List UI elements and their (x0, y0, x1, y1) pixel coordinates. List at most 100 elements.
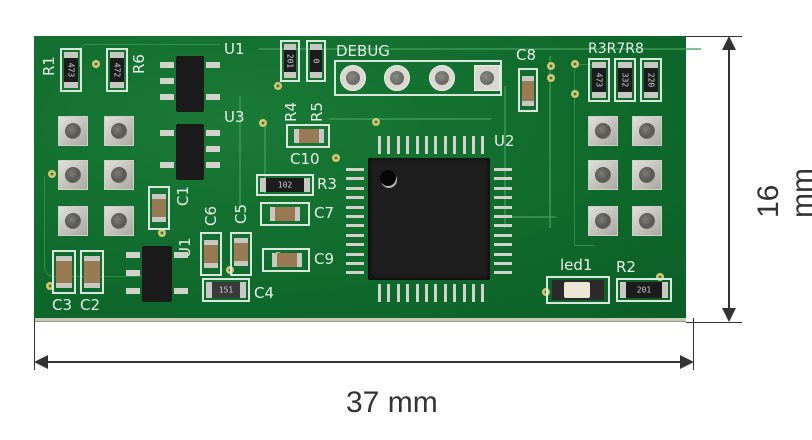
label-c10: C10 (290, 150, 320, 168)
qfp-pin (494, 168, 512, 171)
chip-pin (160, 62, 174, 68)
width-extension-right (693, 318, 694, 370)
via (571, 90, 579, 98)
qfp-pin (494, 186, 512, 190)
width-dimension-line (36, 361, 692, 363)
debug-header-outline (334, 60, 502, 96)
resistor-r1: 473 (64, 52, 78, 88)
qfp-pin (346, 215, 364, 218)
trace (259, 48, 701, 50)
qfp-pin (378, 136, 381, 154)
chip-u3 (176, 124, 204, 180)
label-r3-r7-r8: R3R7R8 (588, 41, 644, 57)
debug-pin-3 (429, 65, 455, 91)
c5-outline (230, 232, 252, 276)
chip-pin (126, 252, 140, 258)
chip-pin (174, 252, 188, 258)
trace (79, 44, 220, 67)
resistor-r8: 220 (644, 62, 658, 98)
resistor-r2: 201 (620, 282, 668, 298)
qfp-pin (481, 284, 485, 302)
via (274, 82, 282, 90)
pin-pad (58, 206, 88, 236)
c9-outline (262, 248, 310, 272)
r4-outline (280, 40, 300, 82)
c1-outline (148, 186, 170, 230)
qfp-pin (494, 215, 512, 218)
qfp-pin (434, 136, 438, 154)
capacitor-c10 (294, 129, 324, 143)
qfp-pin (346, 177, 364, 181)
r3h-outline (256, 174, 314, 196)
qfp-pin (494, 271, 512, 275)
debug-pin-4 (474, 65, 500, 91)
label-r4: R4 (282, 102, 300, 122)
pin-pad (632, 160, 662, 190)
qfp-pin (346, 186, 364, 190)
trace (549, 56, 551, 228)
pin-pad (104, 116, 134, 146)
label-c7: C7 (314, 204, 335, 222)
qfp-pin (494, 224, 512, 228)
chip-pin (206, 162, 220, 168)
qfp-pin (494, 252, 512, 256)
qfp-pin (453, 136, 457, 154)
qfp-pin (494, 196, 512, 200)
debug-pin-2 (384, 65, 410, 91)
pin-pad (588, 160, 618, 190)
c7-outline (260, 202, 310, 226)
c10-outline (286, 124, 330, 148)
chip-u2-qfp (368, 158, 490, 280)
label-u2: U2 (494, 132, 515, 150)
via (332, 154, 340, 162)
chip-pin (160, 130, 174, 136)
arrow-left-icon (34, 355, 48, 369)
qfp-pin (425, 284, 428, 302)
arrow-down-icon (722, 308, 736, 322)
qfp-pin (494, 205, 512, 209)
trace (329, 118, 491, 120)
via (48, 170, 56, 178)
qfp-pin (462, 284, 466, 302)
via (547, 74, 555, 82)
qfp-pin (494, 243, 512, 247)
chip-pin (174, 288, 188, 294)
qfp-pin (434, 284, 438, 302)
resistor-r6: 472 (110, 52, 124, 88)
led-lens (564, 282, 590, 298)
qfp-pin (396, 136, 400, 154)
qfp-pin (494, 177, 512, 181)
label-c2: C2 (80, 296, 101, 314)
qfp-pin (406, 136, 410, 154)
r8-outline (640, 58, 662, 102)
qfp-pin (346, 252, 364, 256)
via (259, 119, 267, 127)
via (372, 118, 380, 126)
qfp-pin (494, 262, 512, 265)
capacitor-c1 (152, 194, 166, 222)
c6-outline (200, 232, 222, 276)
debug-pin-1 (340, 65, 366, 91)
pin-pad (58, 160, 88, 190)
chip-pin (126, 270, 140, 276)
label-c1: C1 (174, 185, 192, 206)
qfp-pin (346, 168, 364, 171)
height-extension-bottom (686, 322, 742, 323)
c2-outline (80, 250, 104, 294)
qfp-pin (346, 243, 364, 247)
label-r1: R1 (40, 56, 58, 76)
label-c8: C8 (516, 46, 537, 64)
arrow-up-icon (722, 36, 736, 50)
chip-pin (126, 288, 140, 294)
qfp-pin (415, 284, 419, 302)
chip-pin (160, 78, 174, 84)
via (571, 60, 579, 68)
c3-outline (52, 250, 76, 294)
c8-outline (518, 68, 538, 112)
via (656, 273, 664, 281)
capacitor-c5 (234, 238, 248, 266)
qfp-pin (346, 224, 364, 228)
component-c4: 151 (206, 282, 246, 298)
r5-outline (306, 40, 326, 82)
pin-pad (58, 116, 88, 146)
